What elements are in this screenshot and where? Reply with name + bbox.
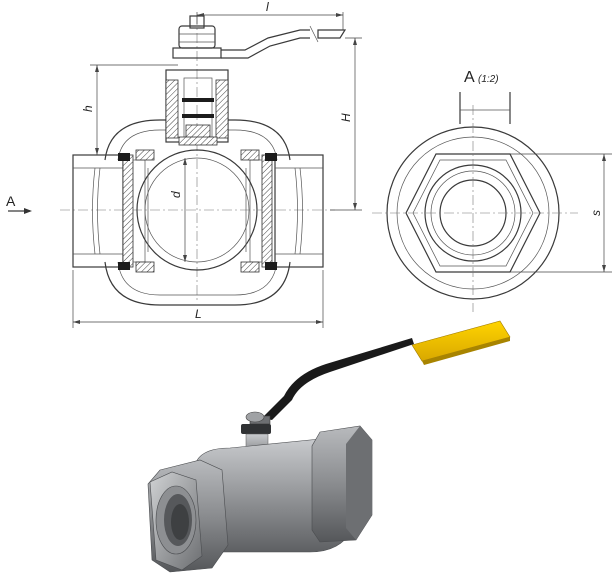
- seal-bottom-right: [265, 262, 277, 270]
- seal-bottom-left: [118, 262, 130, 270]
- handle-bar: [262, 338, 414, 420]
- right-end-connector: [274, 154, 324, 268]
- stem-plate-3d: [241, 424, 271, 434]
- label-view-arrow: A: [6, 193, 16, 209]
- body-shell-lower-inner: [117, 261, 278, 296]
- right-seat-wall: [261, 154, 273, 268]
- end-view: A (1:2) s: [372, 69, 612, 312]
- body-shell-lower: [104, 261, 291, 306]
- handle-base: [172, 47, 222, 59]
- handle-lever-end: [317, 29, 347, 39]
- label-across-flats: s: [589, 210, 603, 216]
- label-stem-height: h: [81, 105, 95, 112]
- label-view-title: A: [464, 69, 475, 86]
- handle-grip: [411, 320, 511, 362]
- label-view-scale: (1:2): [478, 74, 499, 85]
- valve-3d-render: [147, 320, 511, 573]
- handle-lever: [221, 29, 310, 51]
- seal-top-right: [265, 153, 277, 161]
- left-seat-wall: [122, 154, 134, 268]
- body-shell-upper-right: [222, 119, 291, 161]
- label-body-length: L: [195, 307, 202, 321]
- end-view-stem-boss: [459, 92, 511, 124]
- seal-top-left: [118, 153, 130, 161]
- body-shell-upper-left: [104, 119, 175, 161]
- label-height-total: H: [339, 113, 353, 122]
- ball: [136, 149, 258, 271]
- label-bore-diameter: d: [169, 191, 183, 198]
- section-view: l H h d L A: [6, 0, 362, 328]
- left-end-connector: [72, 154, 124, 268]
- label-handle-length: l: [266, 0, 269, 14]
